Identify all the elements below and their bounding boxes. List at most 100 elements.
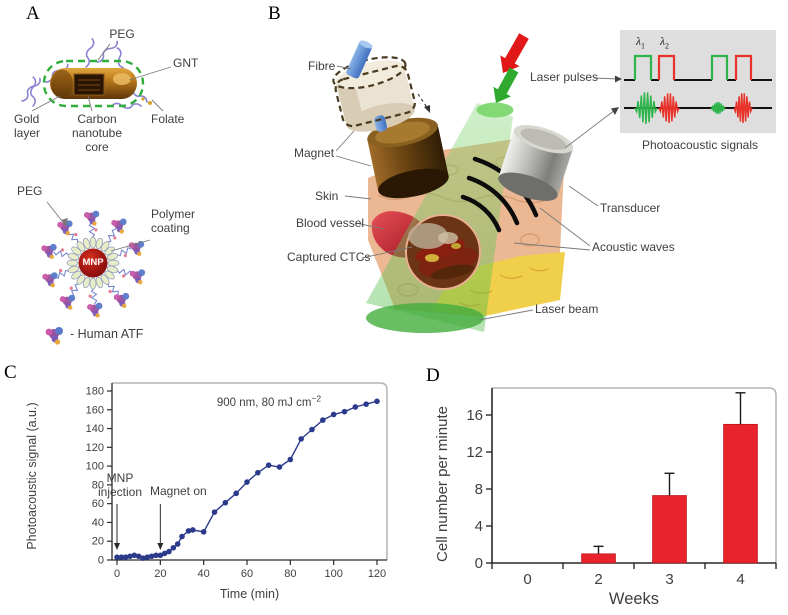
svg-text:0: 0 xyxy=(98,555,104,567)
motion-arrow xyxy=(417,93,430,113)
data-point xyxy=(174,541,181,547)
svg-text:140: 140 xyxy=(86,423,104,435)
data-point xyxy=(144,554,151,560)
label-transducer: Transducer xyxy=(600,201,661,215)
lambda1-symbol: λ xyxy=(636,36,641,48)
label-polymer-line2: coating xyxy=(151,221,190,235)
svg-text:Time (min): Time (min) xyxy=(220,587,279,601)
magnet-cylinder xyxy=(367,117,449,199)
svg-text:0: 0 xyxy=(114,568,120,580)
folate-dot xyxy=(141,97,145,101)
svg-text:Weeks: Weeks xyxy=(609,590,659,608)
data-point xyxy=(127,553,133,560)
data-point xyxy=(211,509,218,515)
captured-ctcs-shape xyxy=(405,214,481,290)
svg-text:60: 60 xyxy=(92,498,104,510)
svg-text:2: 2 xyxy=(594,571,602,588)
label-blood-vessel: Blood vessel xyxy=(296,216,365,230)
data-point xyxy=(166,548,172,555)
label-polymer-coating: Polymer coating xyxy=(151,207,195,235)
photoacoustic-bursts xyxy=(634,92,753,125)
label-magnet: Magnet xyxy=(294,146,335,160)
data-point xyxy=(276,464,283,470)
laser-direction-arrows xyxy=(493,33,529,103)
label-polymer-line1: Polymer xyxy=(151,207,196,221)
mnp-leader-lines xyxy=(46,201,151,252)
svg-text:180: 180 xyxy=(86,386,104,398)
svg-text:Cell number per minute: Cell number per minute xyxy=(434,406,451,562)
data-point xyxy=(341,408,348,415)
svg-text:40: 40 xyxy=(92,517,104,529)
svg-text:4: 4 xyxy=(475,518,483,535)
peg-dashed-outline xyxy=(42,59,145,108)
label-fibre: Fibre xyxy=(308,59,336,73)
svg-text:0: 0 xyxy=(475,555,483,572)
label-carbon-core: Carbon nanotube core xyxy=(60,112,134,154)
svg-text:120: 120 xyxy=(86,442,104,454)
svg-text:100: 100 xyxy=(86,461,104,473)
lambda2-symbol: λ xyxy=(660,36,665,48)
panel-b-label: B xyxy=(268,3,281,24)
label-photoacoustic-signals: Photoacoustic signals xyxy=(641,138,759,152)
data-point xyxy=(170,544,177,551)
data-point xyxy=(118,554,125,560)
data-point xyxy=(185,528,192,534)
red-pulse xyxy=(657,54,676,80)
data-point xyxy=(161,550,168,557)
svg-text:injection: injection xyxy=(98,485,142,499)
laser-pulse-inset xyxy=(620,30,776,133)
data-point xyxy=(298,436,304,442)
panel-d-label: D xyxy=(426,365,440,386)
capsule-highlight xyxy=(113,73,131,85)
label-peg-gnt: PEG xyxy=(109,27,135,41)
svg-text:120: 120 xyxy=(368,568,386,580)
red-pulse xyxy=(734,54,753,80)
svg-text:3: 3 xyxy=(665,571,673,588)
human-atf-legend-icon xyxy=(45,327,63,345)
label-gold-layer: Gold layer xyxy=(14,112,40,140)
svg-text:0: 0 xyxy=(523,571,531,588)
data-point xyxy=(179,533,185,540)
label-skin: Skin xyxy=(315,189,339,203)
capsule-end-shade xyxy=(51,69,73,99)
data-point xyxy=(265,462,272,468)
data-point xyxy=(148,553,155,560)
label-carbon-core-line1: Carbon xyxy=(77,112,117,126)
transducer-cylinder xyxy=(498,124,574,201)
label-acoustic-waves: Acoustic waves xyxy=(592,240,675,254)
panel-b-leader-lines xyxy=(335,65,622,321)
svg-text:MNP: MNP xyxy=(107,471,134,485)
data-point xyxy=(114,554,120,560)
lambda2-sub: 2 xyxy=(664,41,669,51)
svg-text:160: 160 xyxy=(86,404,104,416)
label-human-atf-legend: - Human ATF xyxy=(70,327,144,341)
svg-text:8: 8 xyxy=(475,481,483,498)
gnt-illustration xyxy=(21,36,172,117)
folate-dot xyxy=(148,101,152,105)
data-point xyxy=(153,552,159,559)
data-point xyxy=(190,527,196,533)
data-point xyxy=(255,469,261,476)
data-point xyxy=(374,398,380,405)
data-point xyxy=(131,552,138,559)
label-laser-pulses: Laser pulses xyxy=(530,70,599,84)
svg-text:20: 20 xyxy=(154,568,166,580)
panel-a-label: A xyxy=(26,3,40,24)
green-pulse xyxy=(633,54,653,80)
svg-text:80: 80 xyxy=(284,568,296,580)
fibre-cylinder xyxy=(346,40,373,79)
svg-text:80: 80 xyxy=(92,479,104,491)
svg-text:Magnet on: Magnet on xyxy=(150,484,207,498)
label-gold-layer-line1: Gold xyxy=(14,112,40,126)
label-carbon-core-line2: nanotube xyxy=(71,126,123,140)
svg-text:Photoacoustic signal (a.u.): Photoacoustic signal (a.u.) xyxy=(25,402,39,549)
svg-text:12: 12 xyxy=(466,444,483,461)
gnt-leader-lines xyxy=(31,43,172,112)
label-lambda2: λ2 xyxy=(660,36,669,50)
data-point xyxy=(320,417,326,423)
svg-text:4: 4 xyxy=(736,571,744,588)
bar xyxy=(723,423,758,564)
